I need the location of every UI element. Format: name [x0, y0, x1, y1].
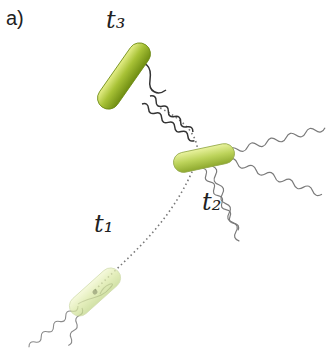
time-label: t₂ — [202, 190, 221, 214]
flagella-t2 — [180, 125, 326, 242]
panel-label: a) — [6, 8, 24, 28]
bacterium-t2 — [172, 142, 237, 174]
time-label: t₃ — [106, 8, 125, 32]
trajectory — [95, 108, 198, 290]
bacterium-t1 — [65, 264, 124, 320]
bacterium-t3 — [93, 39, 155, 114]
time-label: t₁ — [94, 212, 113, 236]
